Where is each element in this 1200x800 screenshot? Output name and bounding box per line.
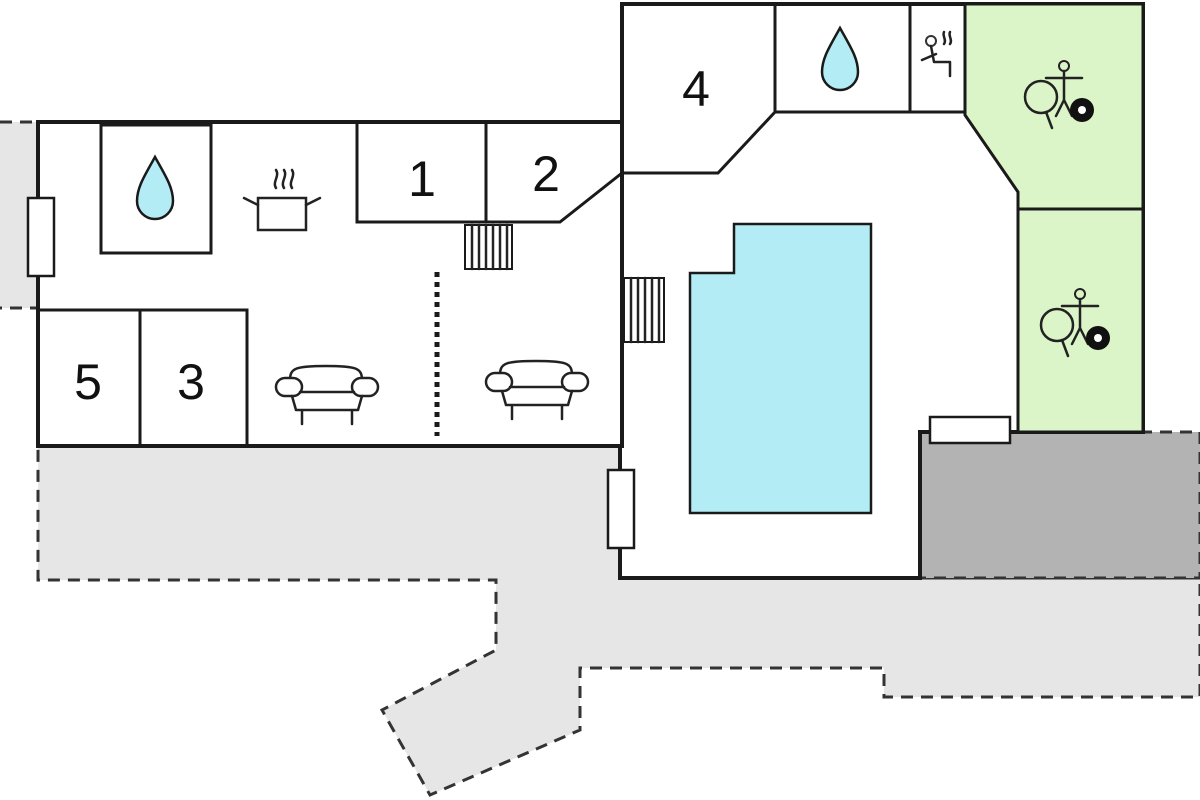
terrace-area [918,430,1200,580]
door-west [26,196,56,278]
sofa-icon [484,359,590,421]
cooking-pot-icon [242,168,322,232]
swimming-pool [688,222,873,515]
room-4-walls [622,4,777,175]
room-2-walls [486,171,623,224]
doors [26,196,1012,550]
room-label-5: 5 [74,354,102,410]
table-tennis-billiards-icon [1039,288,1110,358]
bathroom-west [99,123,213,255]
stairs-pool [623,276,665,344]
room-label-1: 1 [408,151,436,207]
room-label-4: 4 [682,61,710,117]
games-room-floor [963,2,1145,434]
table-tennis-billiards-icon [1023,60,1094,130]
sauna-icon [920,30,953,78]
room-1-walls [355,124,488,224]
inner-walls [38,4,1143,446]
stairs-north [464,223,513,271]
room-label-2: 2 [532,146,560,202]
door-terrace [928,415,1012,445]
room-3-walls [140,308,249,446]
water-drop-icon [135,154,175,221]
room-labels: 1 2 3 4 5 [74,61,710,410]
door-front [606,468,636,550]
sofa-icon [274,364,380,426]
water-drop-icon [820,25,860,92]
sauna-walls [910,4,967,114]
room-label-3: 3 [177,354,205,410]
